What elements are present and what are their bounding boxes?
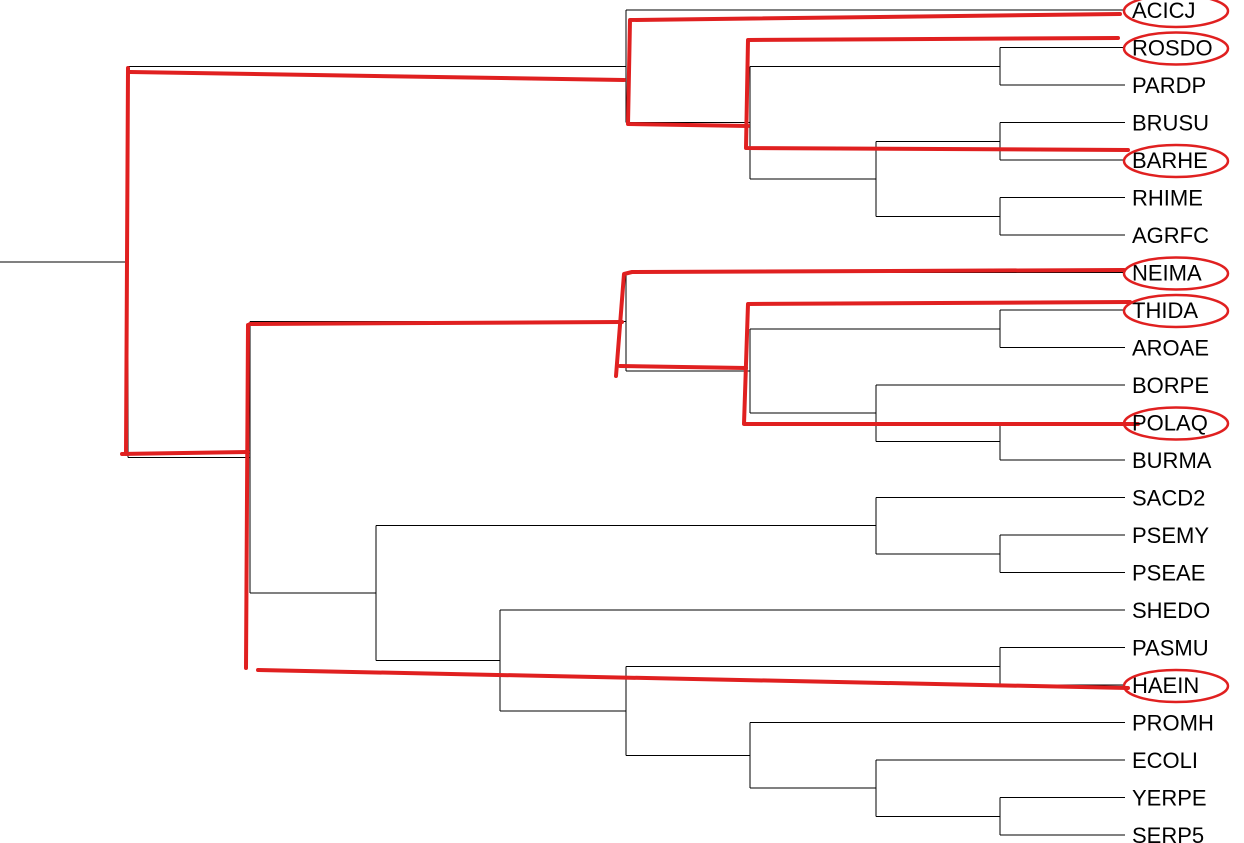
leaf-label-thida: THIDA [1132,298,1198,323]
red-path-haein [256,668,1130,690]
highlight-circle-haein [1122,668,1230,704]
red-annotation-paths [120,12,1140,690]
leaf-label-brusu: BRUSU [1132,111,1209,136]
highlight-circle-thida [1122,293,1230,329]
leaf-label-shedo: SHEDO [1132,598,1210,623]
leaf-label-psemy: PSEMY [1132,523,1209,548]
leaf-label-promh: PROMH [1132,711,1214,736]
red-path-mid-link [248,320,624,326]
leaf-label-burma: BURMA [1132,448,1212,473]
leaf-labels: ACICJ ROSDO PARDP BRUSU BARHE RHIME AGRFC NEIMA… [1132,0,1214,843]
leaf-label-barhe: BARHE [1132,148,1208,173]
highlight-circle-neima [1122,256,1230,291]
leaf-label-yerpe: YERPE [1132,786,1207,811]
highlight-circle-acicj [1122,0,1230,29]
highlight-circle-polaq [1122,406,1230,441]
red-path-rosdo-barhe [744,36,1130,152]
red-path-top-clade [128,70,626,82]
leaf-label-sacd2: SACD2 [1132,486,1205,511]
leaf-label-pasmu: PASMU [1132,636,1209,661]
red-annotation-circles [1122,0,1230,704]
highlight-circle-rosdo [1122,31,1230,66]
leaf-label-aroae: AROAE [1132,336,1209,361]
red-path-acicj [626,12,1122,128]
highlight-circle-barhe [1122,143,1230,179]
leaf-label-haein: HAEIN [1132,673,1199,698]
red-path-bottom-spine [244,323,250,670]
leaf-label-acicj: ACICJ [1132,0,1196,23]
red-path-thida-polaq [742,300,1140,426]
leaf-label-rhime: RHIME [1132,186,1203,211]
red-path-top-spine [124,66,130,456]
leaf-label-pseae: PSEAE [1132,561,1205,586]
leaf-label-rosdo: ROSDO [1132,36,1213,61]
leaf-label-borpe: BORPE [1132,373,1209,398]
leaf-label-serp5: SERP5 [1132,823,1204,843]
red-path-bottom-link [120,450,250,456]
leaf-label-ecoli: ECOLI [1132,748,1198,773]
leaf-label-neima: NEIMA [1132,261,1202,286]
leaf-label-agrfc: AGRFC [1132,223,1209,248]
red-path-mid-join [618,364,748,370]
leaf-label-pardp: PARDP [1132,73,1206,98]
leaf-label-polaq: POLAQ [1132,411,1208,436]
red-path-neima [614,268,1126,378]
